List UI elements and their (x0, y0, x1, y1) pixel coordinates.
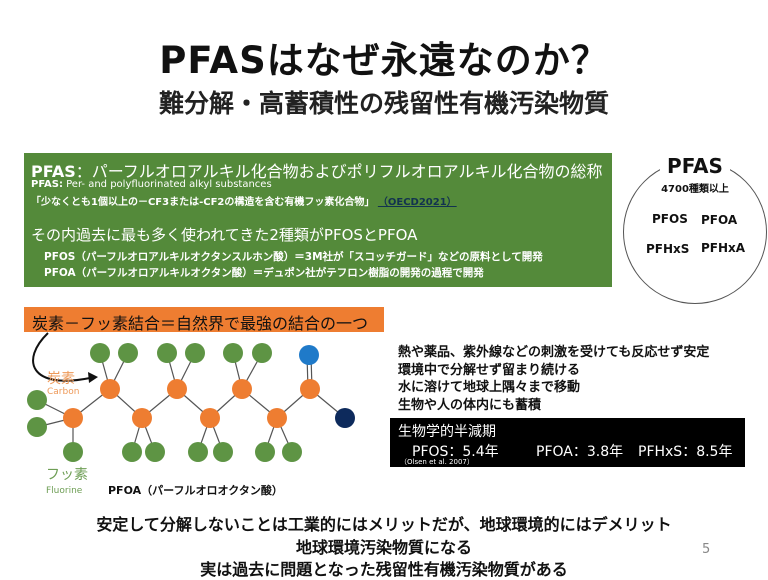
property-item: 水に溶けて地球上隅々まで移動 (398, 380, 581, 395)
circle-item: PFHxA (701, 241, 746, 255)
carbon-atom (100, 379, 120, 399)
page-number: 5 (702, 542, 711, 557)
half-life-pfhxs: PFHxS：8.5年 (638, 444, 733, 460)
circle-item: PFOS (652, 212, 688, 226)
definition-heading: PFAS：パーフルオロアルキル化合物およびポリフルオロアルキル化合物の総称 (31, 158, 602, 182)
circle-title: PFAS (660, 154, 730, 178)
fluorine-atom (255, 442, 275, 462)
slide-title: PFASはなぜ永遠なのか？ (159, 39, 609, 82)
properties-list: 熱や薬品、紫外線などの刺激を受けても反応せず安定 環境中で分解せず留まり続ける … (398, 344, 709, 414)
carbon-atom (267, 408, 287, 428)
circle-item: PFOA (701, 213, 738, 227)
pfoa-molecule-diagram (27, 332, 355, 462)
fluorine-label-en: Fluorine (46, 486, 83, 496)
carbon-atom (167, 379, 187, 399)
half-life-pfos: PFOS：5.4年 (412, 444, 499, 460)
half-life-pfoa: PFOA：3.8年 (536, 444, 624, 460)
english-text: Per- and polyfluorinated alkyl substance… (62, 179, 272, 190)
slide-subtitle: 難分解・高蓄積性の残留性有機汚染物質 (158, 89, 609, 118)
pfas-term: PFAS (31, 162, 76, 181)
carbon-atom (200, 408, 220, 428)
pfoa-line: PFOA（パーフルオロアルキルオクタン酸）＝デュポン社がテフロン樹脂の開発の過程… (44, 267, 484, 279)
property-item: 環境中で分解せず留まり続ける (398, 362, 581, 378)
fluorine-atom (122, 442, 142, 462)
hydroxyl-atom (335, 408, 355, 428)
oxygen-atom (299, 345, 319, 365)
fluorine-atom (188, 442, 208, 462)
fluorine-atom (185, 343, 205, 363)
molecule-caption: PFOA（パーフルオロオクタン酸） (108, 484, 283, 497)
fluorine-atom (118, 343, 138, 363)
circle-item: PFHxS (646, 242, 690, 256)
carbon-atom (232, 379, 252, 399)
half-life-source: （Olsen et al. 2007） (400, 458, 474, 466)
fluorine-atom (157, 343, 177, 363)
fluorine-atom (90, 343, 110, 363)
common-heading: その内過去に最も多く使われてきた2種類がPFOSとPFOA (31, 226, 418, 244)
fluorine-atom (223, 343, 243, 363)
conclusion-line: 安定して分解しないことは工業的にはメリットだが、地球環境的にはデメリット (96, 515, 672, 534)
carbon-atom (132, 408, 152, 428)
oecd-text: 「少なくとも1個以上の－CF3または-CF2の構造を含む有機フッ素化合物」 (31, 197, 375, 208)
fluorine-atom (63, 442, 83, 462)
english-definition: PFAS: Per- and polyfluorinated alkyl sub… (31, 179, 272, 190)
pfas-definition: ：パーフルオロアルキル化合物およびポリフルオロアルキル化合物の総称 (75, 162, 603, 181)
carbon-atom (63, 408, 83, 428)
carbon-atom (300, 379, 320, 399)
definition-box: PFAS：パーフルオロアルキル化合物およびポリフルオロアルキル化合物の総称 PF… (24, 153, 612, 287)
half-life-box: 生物学的半減期 PFOS：5.4年 PFOA：3.8年 PFHxS：8.5年 （… (390, 418, 745, 467)
property-item: 熱や薬品、紫外線などの刺激を受けても反応せず安定 (398, 345, 710, 360)
conclusion-line: 地球環境汚染物質になる (295, 538, 472, 557)
fluorine-atom (282, 442, 302, 462)
bond-banner: 炭素－フッ素結合＝自然界で最強の結合の一つ (24, 307, 384, 333)
oecd-link[interactable]: （OECD2021） (377, 197, 457, 208)
fluorine-atom (252, 343, 272, 363)
fluorine-atom (213, 442, 233, 462)
fluorine-atom (27, 390, 47, 410)
property-item: 生物や人の体内にも蓄積 (398, 397, 542, 413)
circle-count: 4700種類以上 (661, 184, 729, 195)
fluorine-atom (145, 442, 165, 462)
fluorine-atom (27, 417, 47, 437)
english-term: PFAS: (31, 179, 63, 190)
half-life-heading: 生物学的半減期 (398, 424, 496, 440)
oecd-definition: 「少なくとも1個以上の－CF3または-CF2の構造を含む有機フッ素化合物」 （O… (31, 193, 457, 208)
carbon-label-ja: 炭素 (47, 371, 75, 387)
carbon-label-en: Carbon (47, 387, 80, 397)
pointer-arrow (32, 332, 91, 382)
pfos-line: PFOS（パーフルオロアルキルオクタンスルホン酸）＝3M社が「スコッチガード」な… (44, 251, 543, 263)
arrowhead-icon (88, 372, 98, 383)
fluorine-label-ja: フッ素 (46, 467, 88, 483)
conclusion-line: 実は過去に問題となった残留性有機汚染物質がある (200, 560, 568, 579)
